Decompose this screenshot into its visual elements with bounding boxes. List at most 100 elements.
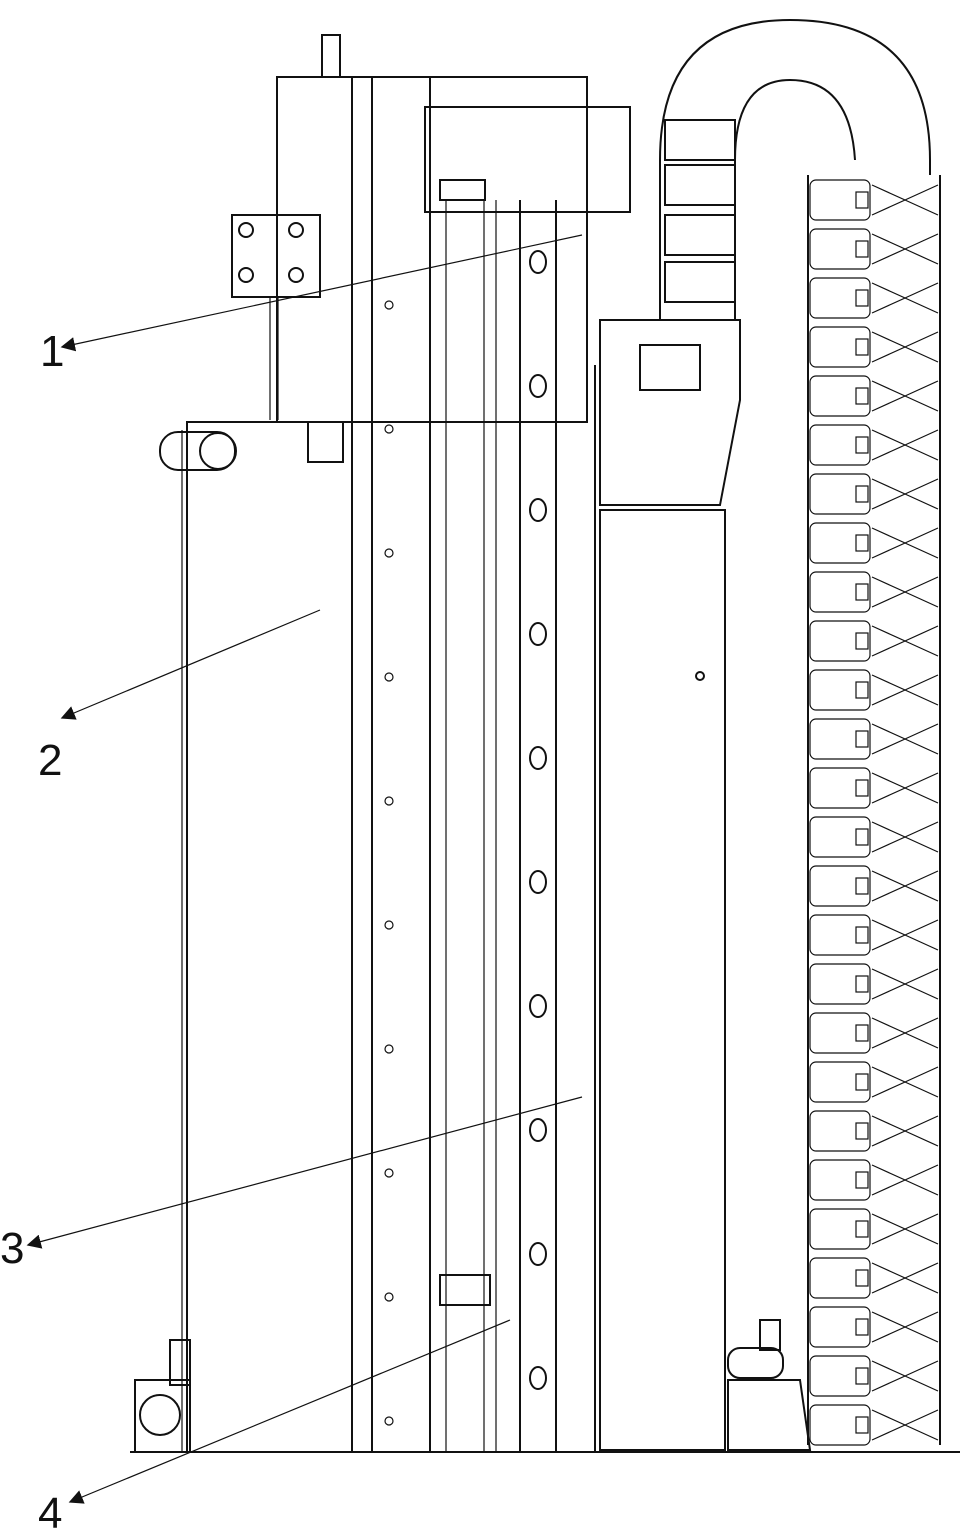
chain-link xyxy=(809,767,871,809)
rail-hole xyxy=(384,1168,394,1178)
rail-hole xyxy=(529,498,547,522)
rail-hole xyxy=(529,250,547,274)
chain-cable xyxy=(871,331,939,363)
rail-hole xyxy=(384,424,394,434)
drag-chain xyxy=(659,18,941,1446)
chain-pin xyxy=(855,877,869,895)
chain-pin xyxy=(855,387,869,405)
chain-link xyxy=(809,1404,871,1446)
chain-pin xyxy=(855,583,869,601)
chain-cable xyxy=(871,282,939,314)
chain-cable xyxy=(871,429,939,461)
rail-hole xyxy=(384,300,394,310)
chain-pin xyxy=(855,1367,869,1385)
chain-cable xyxy=(871,1164,939,1196)
chain-pin xyxy=(855,1220,869,1238)
chain-cable xyxy=(871,870,939,902)
chain-pin xyxy=(855,1171,869,1189)
chain-cable xyxy=(871,968,939,1000)
left-column xyxy=(134,421,353,1453)
chain-cable xyxy=(871,1262,939,1294)
carriage-block xyxy=(599,319,741,1451)
chain-link xyxy=(809,1257,871,1299)
chain-cable xyxy=(871,919,939,951)
chain-link xyxy=(809,620,871,662)
chain-cable xyxy=(871,233,939,265)
chain-cable xyxy=(871,576,939,608)
rail-hole xyxy=(529,622,547,646)
chain-link xyxy=(809,1061,871,1103)
chain-pin xyxy=(855,1269,869,1287)
rail-hole xyxy=(529,1366,547,1390)
rail-hole xyxy=(384,672,394,682)
rail-hole xyxy=(384,548,394,558)
chain-link xyxy=(809,1110,871,1152)
chain-link xyxy=(809,963,871,1005)
bottom-right-fittings xyxy=(727,1319,812,1451)
callout-1: 1 xyxy=(40,327,64,376)
rail-hole xyxy=(384,920,394,930)
chain-cable xyxy=(871,380,939,412)
chain-cable xyxy=(871,184,939,216)
chain-cable xyxy=(871,1115,939,1147)
chain-link xyxy=(809,865,871,907)
rail-hole xyxy=(529,1118,547,1142)
callout-4: 4 xyxy=(38,1489,62,1529)
chain-pin xyxy=(855,1318,869,1336)
chain-pin xyxy=(855,338,869,356)
chain-link xyxy=(809,669,871,711)
chain-link xyxy=(809,375,871,417)
chain-link xyxy=(809,718,871,760)
chain-pin xyxy=(855,289,869,307)
chain-pin xyxy=(855,632,869,650)
vertical-rails xyxy=(130,77,960,1453)
chain-pin xyxy=(855,534,869,552)
rail-hole xyxy=(529,994,547,1018)
chain-pin xyxy=(855,436,869,454)
chain-pin xyxy=(855,1122,869,1140)
chain-link xyxy=(809,1355,871,1397)
chain-link xyxy=(809,1306,871,1348)
top-bracket xyxy=(231,34,631,423)
chain-link xyxy=(809,473,871,515)
chain-link xyxy=(809,522,871,564)
rail-hole xyxy=(529,374,547,398)
chain-cable xyxy=(871,1360,939,1392)
chain-pin xyxy=(855,240,869,258)
chain-pin xyxy=(855,1073,869,1091)
chain-pin xyxy=(855,730,869,748)
chain-pin xyxy=(855,779,869,797)
rail-hole xyxy=(384,796,394,806)
chain-pin xyxy=(855,191,869,209)
chain-pin xyxy=(855,828,869,846)
chain-pin xyxy=(855,681,869,699)
chain-link xyxy=(809,424,871,466)
chain-cable xyxy=(871,478,939,510)
chain-pin xyxy=(855,1024,869,1042)
chain-link xyxy=(809,179,871,221)
chain-cable xyxy=(871,1409,939,1441)
chain-link xyxy=(809,228,871,270)
chain-cable xyxy=(871,1017,939,1049)
rail-holes-left xyxy=(384,300,394,1426)
rail-hole xyxy=(384,1292,394,1302)
chain-link xyxy=(809,277,871,319)
chain-pin xyxy=(855,485,869,503)
rail-holes-right xyxy=(529,250,547,1390)
chain-pin xyxy=(855,975,869,993)
leader-lines xyxy=(26,234,583,1504)
chain-cable xyxy=(871,674,939,706)
rail-hole xyxy=(529,1242,547,1266)
chain-cable xyxy=(871,527,939,559)
chain-link xyxy=(809,816,871,858)
chain-link xyxy=(809,1208,871,1250)
chain-link xyxy=(809,1012,871,1054)
drag-chain-links xyxy=(809,179,939,1446)
chain-cable xyxy=(871,723,939,755)
callout-3: 3 xyxy=(0,1224,24,1273)
callout-2: 2 xyxy=(38,736,62,785)
chain-cable xyxy=(871,821,939,853)
chain-cable xyxy=(871,625,939,657)
chain-cable xyxy=(871,1311,939,1343)
